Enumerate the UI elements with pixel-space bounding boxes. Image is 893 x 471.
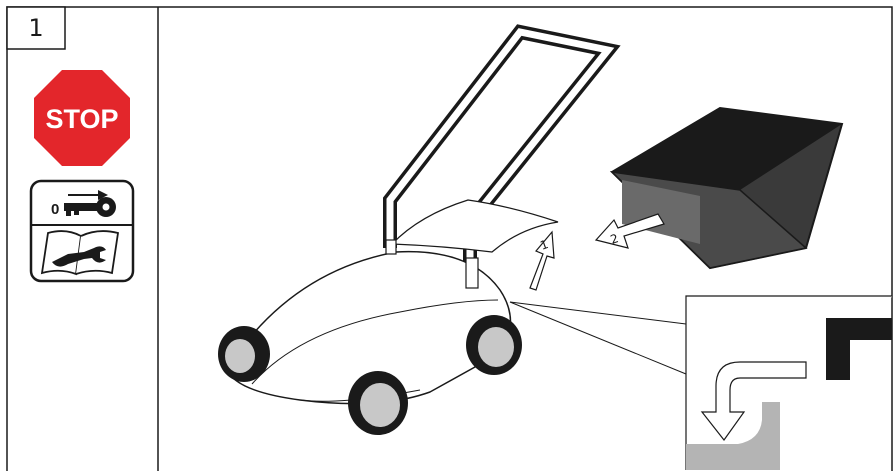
wrench-manual-icon — [42, 231, 118, 274]
safety-symbol-box: 0 — [28, 178, 136, 284]
stop-label: STOP — [45, 104, 118, 134]
stop-sign-icon: STOP — [32, 68, 132, 168]
mower-illustration: 1 2 — [159, 8, 892, 470]
rear-right-wheel — [466, 315, 522, 375]
step-number: 1 — [8, 8, 64, 48]
grass-catcher — [612, 108, 842, 268]
front-wheel — [348, 371, 408, 435]
rear-flap — [392, 200, 558, 252]
detail-inset — [686, 296, 892, 470]
key-off-label: 0 — [51, 201, 59, 218]
rear-left-wheel — [218, 326, 270, 382]
arrow-step-1: 1 — [530, 232, 554, 290]
